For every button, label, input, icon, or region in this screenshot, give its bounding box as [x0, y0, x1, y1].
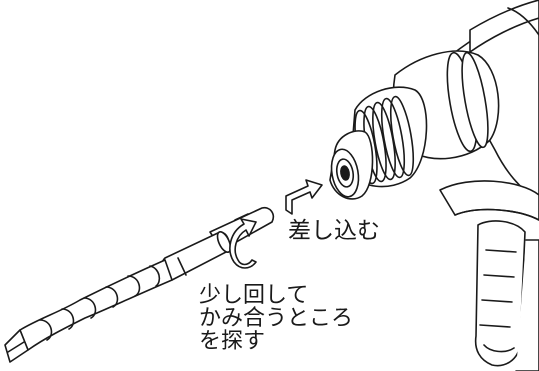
- rotate-instruction-line-2: かみ合うところ: [199, 306, 354, 331]
- rotate-instruction-line-1: 少し回して: [199, 283, 309, 308]
- bent-arrow-icon: [285, 179, 323, 215]
- rotate-instruction-line-3: を探す: [199, 329, 266, 354]
- hammer-drill: [329, 0, 539, 371]
- rotate-instruction: 少し回して かみ合うところ を探す: [199, 285, 353, 354]
- curved-rotate-arrow-icon: [229, 218, 257, 269]
- insert-label: 差し込む: [288, 218, 380, 244]
